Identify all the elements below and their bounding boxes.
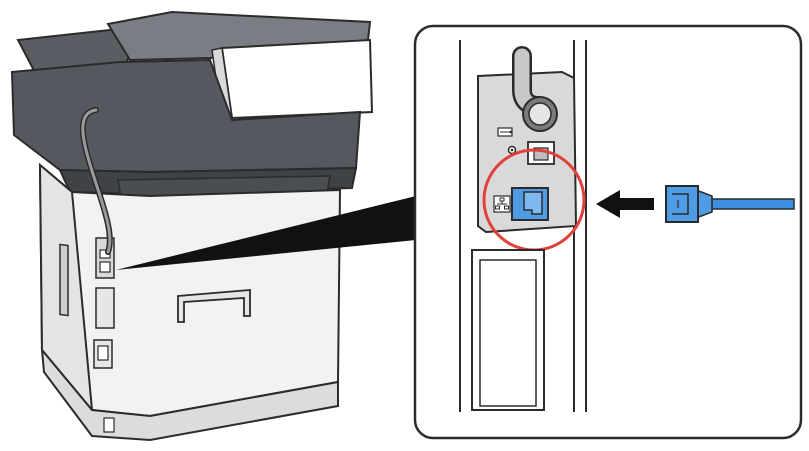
lan-cable-plug — [665, 185, 699, 223]
foot-marker — [103, 417, 115, 433]
side-vent — [59, 243, 69, 317]
usb-icon — [497, 127, 513, 137]
insert-direction-arrow — [596, 190, 654, 218]
power-icon-dot — [510, 148, 514, 152]
printer-illustration — [10, 10, 374, 442]
power-switch — [97, 345, 109, 361]
paper-cassette — [40, 346, 339, 442]
usb-cable-plug-inner — [528, 102, 552, 126]
operation-panel — [220, 38, 374, 120]
expansion-slot-inner — [479, 259, 537, 407]
lan-cable — [665, 185, 795, 223]
network-icon — [493, 195, 511, 213]
rear-handle — [177, 289, 251, 323]
lan-cable-latch — [672, 193, 689, 215]
zoom-detail-panel — [413, 24, 803, 440]
network-port-small — [99, 261, 111, 273]
option-slot-small — [95, 287, 115, 329]
scanner-unit — [10, 58, 362, 174]
network-port-socket — [523, 191, 543, 215]
zoom-callout-wedge — [116, 196, 416, 270]
usb-cable-printer-fill — [81, 108, 112, 254]
lan-cable-wire — [707, 198, 795, 210]
